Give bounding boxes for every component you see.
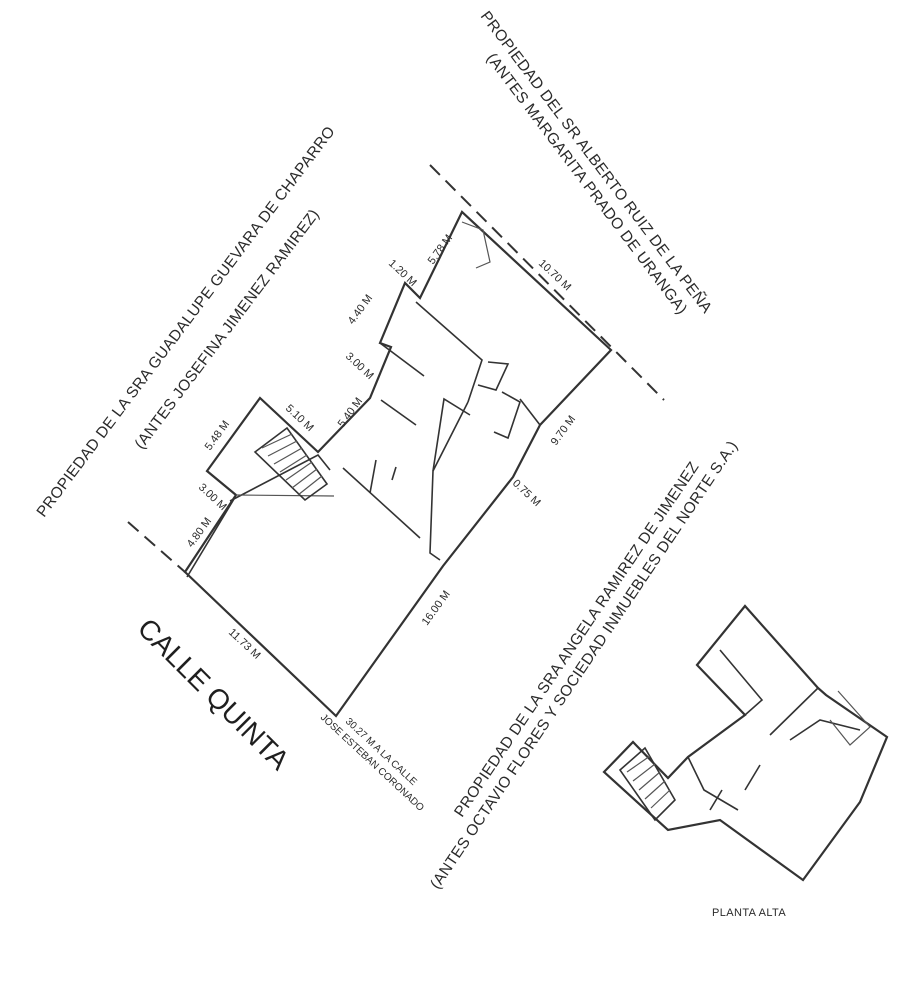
street-name: CALLE QUINTA xyxy=(132,612,296,776)
dim-front: 11.73 M xyxy=(226,626,263,661)
property-line-ext-west xyxy=(127,521,186,573)
dim-side-long: 16.00 M xyxy=(420,589,453,628)
dim-back-offset: 0.75 M xyxy=(510,477,543,509)
ground-floor-walls xyxy=(186,221,541,578)
dim-west-e: 5.48 M xyxy=(203,418,232,452)
dim-jog-1: 1.20 M xyxy=(386,257,419,289)
dim-west-c: 5.40 M xyxy=(336,395,365,429)
street-cross-street: JOSE ESTEBAN CORONADO xyxy=(318,712,426,814)
upper-floor-label: PLANTA ALTA xyxy=(712,907,786,919)
neighbor-north-line2: (ANTES MARGARITA PRADO DE URANGA) xyxy=(483,50,691,318)
upper-floor-plan xyxy=(602,604,889,882)
dim-back-side: 9.70 M xyxy=(549,413,578,447)
lot-outline xyxy=(183,210,613,718)
neighbor-west-line1: PROPIEDAD DE LA SRA GUADALUPE GUEVARA DE… xyxy=(34,123,339,520)
property-line-ext-north xyxy=(429,164,665,401)
dim-west-b: 3.00 M xyxy=(343,350,376,382)
dim-top-small: 5.78 M xyxy=(426,232,455,266)
neighbor-north-line1: PROPIEDAD DEL SR ALBERTO RUIZ DE LA PEÑA xyxy=(477,8,716,317)
dim-top-back: 10.70 M xyxy=(536,257,573,293)
ground-floor-stair xyxy=(253,426,329,502)
dim-west-a: 4.40 M xyxy=(346,292,375,326)
neighbor-south-line1: PROPIEDAD DE LA SRA ANGELA RAMIREZ DE JI… xyxy=(451,459,702,820)
